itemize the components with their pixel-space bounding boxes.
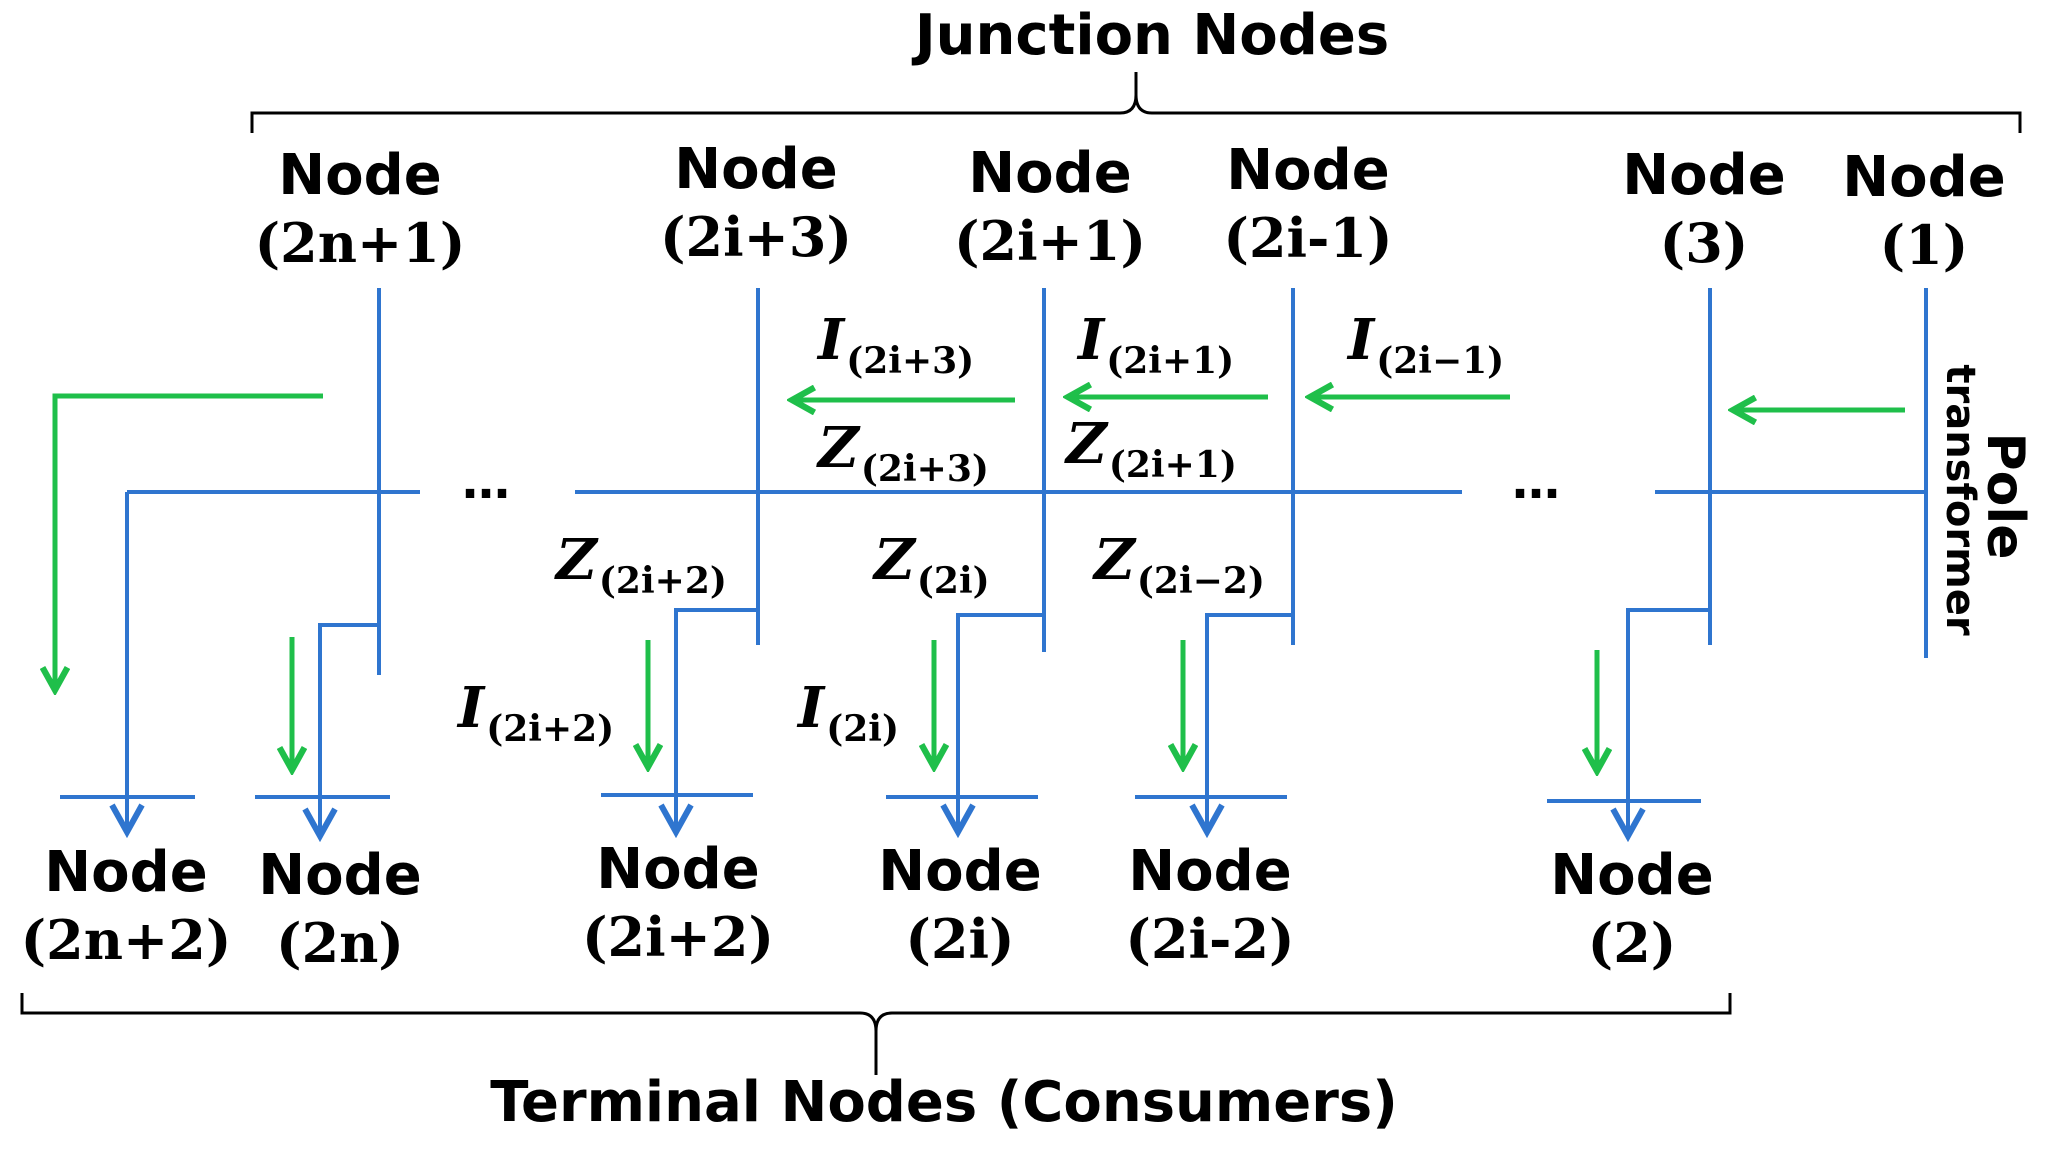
current-arrow-2n+2 xyxy=(55,393,323,690)
branch-to-node-2i+2 xyxy=(676,608,758,832)
impedance-label-2i+3: Z(2i+3) xyxy=(818,415,989,490)
junction-node-2n+1: Node (2n+1) xyxy=(254,143,466,275)
branch-to-node-2i-2 xyxy=(1207,613,1293,832)
junction-node-1: Node (1) xyxy=(1842,145,2006,277)
junction-node-2i+3: Node (2i+3) xyxy=(659,137,853,269)
current-label-2i+2: I(2i+2) xyxy=(458,675,615,750)
terminal-node-2i-2: Node (2i-2) xyxy=(1125,839,1295,971)
branch-to-node-2n xyxy=(320,623,379,836)
current-label-2i-1: I(2i−1) xyxy=(1348,307,1505,382)
impedance-label-2i+2: Z(2i+2) xyxy=(556,527,727,602)
terminal-bracket xyxy=(20,993,1732,1075)
ellipsis-left: … xyxy=(462,454,510,510)
transformer-label: transformer xyxy=(1937,364,1983,636)
impedance-label-2i: Z(2i) xyxy=(874,527,990,602)
impedance-label-2i-2: Z(2i−2) xyxy=(1094,527,1265,602)
current-label-2i+1: I(2i+1) xyxy=(1078,307,1235,382)
pole-label: Pole xyxy=(1975,432,2035,560)
branch-to-node-2i xyxy=(958,613,1044,832)
terminal-node-2n+2: Node (2n+2) xyxy=(20,840,232,972)
impedance-label-2i+1: Z(2i+1) xyxy=(1066,411,1237,486)
terminal-node-2i: Node (2i) xyxy=(878,839,1042,971)
junction-node-2i+1: Node (2i+1) xyxy=(953,141,1147,273)
current-label-2i+3: I(2i+3) xyxy=(818,307,975,382)
terminal-node-2: Node (2) xyxy=(1550,843,1714,975)
terminal-node-2n: Node (2n) xyxy=(258,843,422,975)
terminal-node-2i+2: Node (2i+2) xyxy=(581,837,775,969)
terminal-nodes-title: Terminal Nodes (Consumers) xyxy=(490,1070,1398,1135)
branch-to-node-2 xyxy=(1628,608,1710,836)
junction-nodes-title: Junction Nodes xyxy=(914,3,1390,68)
junction-bracket xyxy=(250,72,2022,133)
current-label-2i: I(2i) xyxy=(798,675,899,750)
junction-node-2i-1: Node (2i-1) xyxy=(1223,138,1393,270)
junction-node-3: Node (3) xyxy=(1622,143,1786,275)
ellipsis-right: … xyxy=(1512,454,1560,510)
